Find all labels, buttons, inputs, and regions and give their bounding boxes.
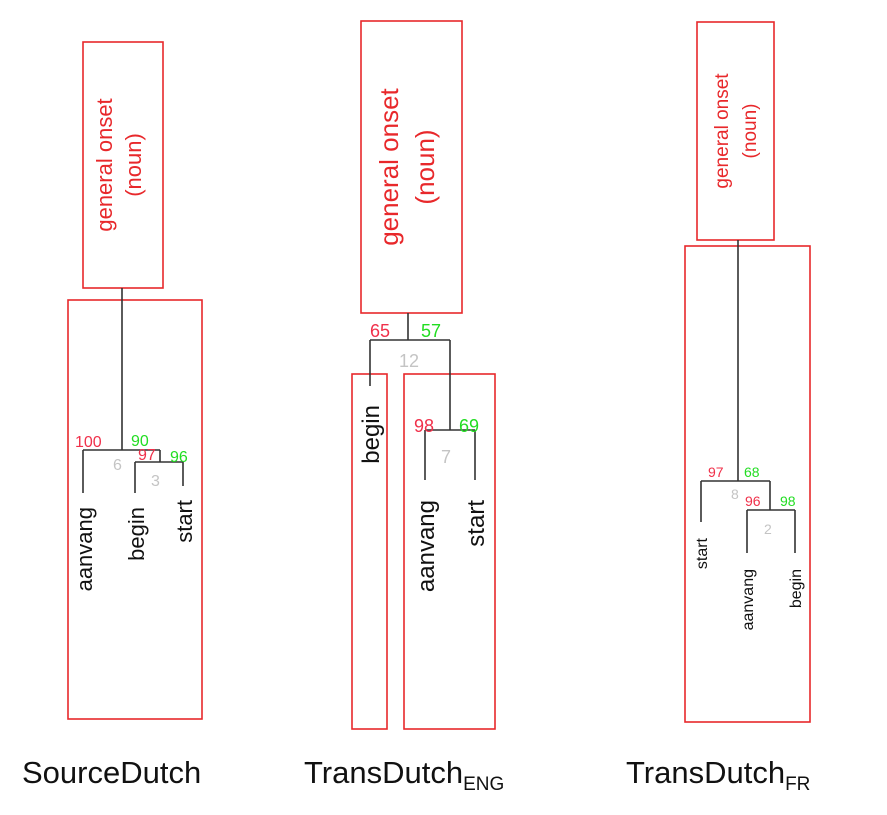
leaf-label: start bbox=[172, 500, 197, 543]
au-value: 97 bbox=[138, 447, 156, 464]
cluster-box bbox=[684, 245, 811, 723]
sense-label-line2: (noun) bbox=[740, 104, 761, 159]
leaf-label: begin bbox=[358, 405, 385, 464]
bp-value: 69 bbox=[459, 416, 479, 436]
bp-value: 68 bbox=[744, 464, 760, 480]
caption-subscript: FR bbox=[785, 774, 810, 795]
panel-caption: TransDutchENG bbox=[304, 755, 504, 795]
edge-number: 6 bbox=[113, 457, 122, 474]
panel-transdutch-eng: general onset (noun) 65 57 12 98 69 7 be… bbox=[351, 20, 496, 730]
au-value: 97 bbox=[708, 464, 724, 480]
sense-label-box bbox=[696, 21, 775, 241]
sense-label-line1: general onset bbox=[92, 98, 117, 231]
panel-caption: SourceDutch bbox=[22, 755, 201, 790]
dendrogram-tree bbox=[82, 288, 184, 493]
bp-value: 98 bbox=[780, 493, 796, 509]
sense-label-box bbox=[360, 20, 463, 314]
panel-caption: TransDutchFR bbox=[626, 755, 810, 795]
dendrogram-tree bbox=[369, 313, 476, 480]
panel-source-dutch: general onset (noun) 100 90 6 97 96 3 aa… bbox=[67, 41, 203, 720]
edge-number: 3 bbox=[151, 473, 160, 490]
leaf-label: aanvang bbox=[72, 507, 97, 591]
caption-text: TransDutch bbox=[626, 755, 785, 790]
caption-text: TransDutch bbox=[304, 755, 463, 790]
bp-value: 57 bbox=[421, 321, 441, 341]
sense-label-box bbox=[82, 41, 164, 289]
bp-value: 96 bbox=[170, 449, 188, 466]
sense-label-line2: (noun) bbox=[410, 129, 440, 204]
au-value: 96 bbox=[745, 493, 761, 509]
au-value: 98 bbox=[414, 416, 434, 436]
edge-number: 7 bbox=[441, 447, 451, 467]
au-value: 100 bbox=[75, 434, 102, 451]
leaf-label: begin bbox=[788, 569, 805, 608]
dendrogram-tree bbox=[700, 240, 796, 553]
caption-text: SourceDutch bbox=[22, 755, 201, 790]
edge-number: 2 bbox=[764, 521, 772, 537]
leaf-label: aanvang bbox=[740, 569, 757, 630]
sense-label-line1: general onset bbox=[712, 73, 733, 189]
leaf-label: begin bbox=[124, 507, 149, 561]
sense-label-line2: (noun) bbox=[121, 133, 146, 197]
leaf-label: start bbox=[463, 500, 490, 547]
au-value: 65 bbox=[370, 321, 390, 341]
edge-number: 12 bbox=[399, 351, 419, 371]
leaf-label: start bbox=[694, 537, 711, 569]
bp-value: 90 bbox=[131, 433, 149, 450]
cluster-box bbox=[67, 299, 203, 720]
caption-subscript: ENG bbox=[463, 774, 504, 795]
edge-number: 8 bbox=[731, 486, 739, 502]
panel-transdutch-fr: general onset (noun) 97 68 8 96 98 2 sta… bbox=[684, 21, 811, 723]
leaf-label: aanvang bbox=[413, 500, 440, 592]
sense-label-line1: general onset bbox=[374, 87, 404, 245]
